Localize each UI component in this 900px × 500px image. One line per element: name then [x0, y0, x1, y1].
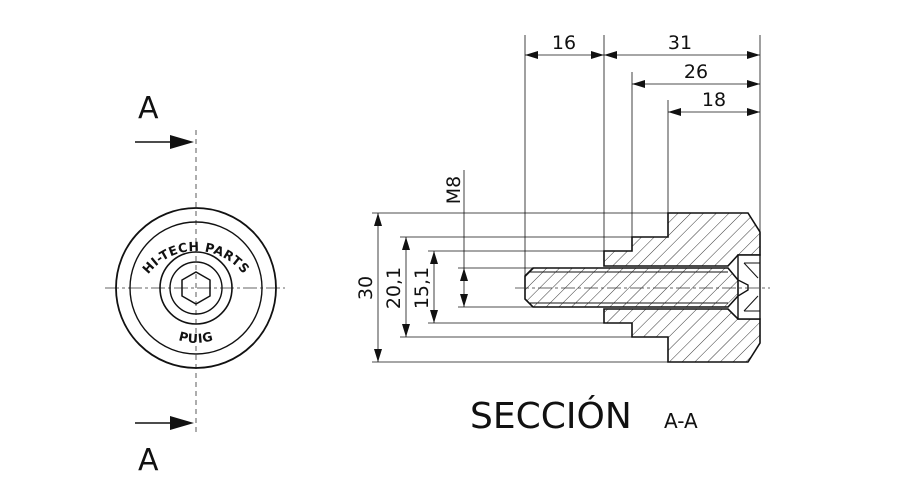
arrow-icon	[430, 251, 438, 264]
threaded-stud	[524, 267, 739, 308]
dim-15-1-label: 15,1	[411, 267, 433, 309]
section-subtitle: A-A	[664, 409, 698, 433]
arrow-icon	[591, 51, 604, 59]
section-body-lower	[603, 308, 761, 363]
front-ring-circle	[129, 221, 263, 355]
arrow-icon	[525, 51, 538, 59]
brand-text-bottom: PUIG	[177, 328, 214, 346]
cut-arrow-bottom-icon	[170, 416, 194, 430]
arrow-icon	[668, 108, 681, 116]
section-title: SECCIÓN	[470, 395, 632, 437]
front-bore-circle	[169, 261, 223, 315]
arrow-icon	[747, 108, 760, 116]
arrow-icon	[374, 213, 382, 226]
socket-cavity	[737, 254, 761, 320]
arrow-icon	[604, 51, 617, 59]
cut-label-bottom: A	[138, 443, 159, 478]
arrow-icon	[460, 268, 468, 281]
socket-diag-b	[743, 295, 759, 312]
front-inner-ring-circle	[159, 251, 233, 325]
arrow-icon	[460, 294, 468, 307]
arrow-icon	[430, 310, 438, 323]
cut-label-top: A	[138, 91, 159, 126]
cut-arrow-top-icon	[170, 135, 194, 149]
dim-30-label: 30	[355, 276, 377, 300]
front-outer-circle	[115, 207, 277, 369]
arrow-icon	[632, 80, 645, 88]
socket-diag-a	[743, 262, 759, 279]
dim-31-label: 31	[668, 32, 692, 54]
arrow-icon	[402, 237, 410, 250]
dim-16-label: 16	[552, 32, 576, 54]
hex-socket-icon	[181, 271, 211, 305]
dim-m8-label: M8	[443, 176, 465, 204]
arrow-icon	[402, 324, 410, 337]
section-view: 16 31 26 18 30 20,1	[355, 32, 770, 437]
arrow-icon	[374, 349, 382, 362]
dim-20-1-label: 20,1	[383, 267, 405, 309]
section-body-upper	[603, 212, 761, 267]
arrow-icon	[747, 51, 760, 59]
dim-26-label: 26	[684, 61, 708, 83]
front-view: HI-TECH PARTS PUIG A A	[105, 91, 285, 478]
arrow-icon	[747, 80, 760, 88]
dim-18-label: 18	[702, 89, 726, 111]
